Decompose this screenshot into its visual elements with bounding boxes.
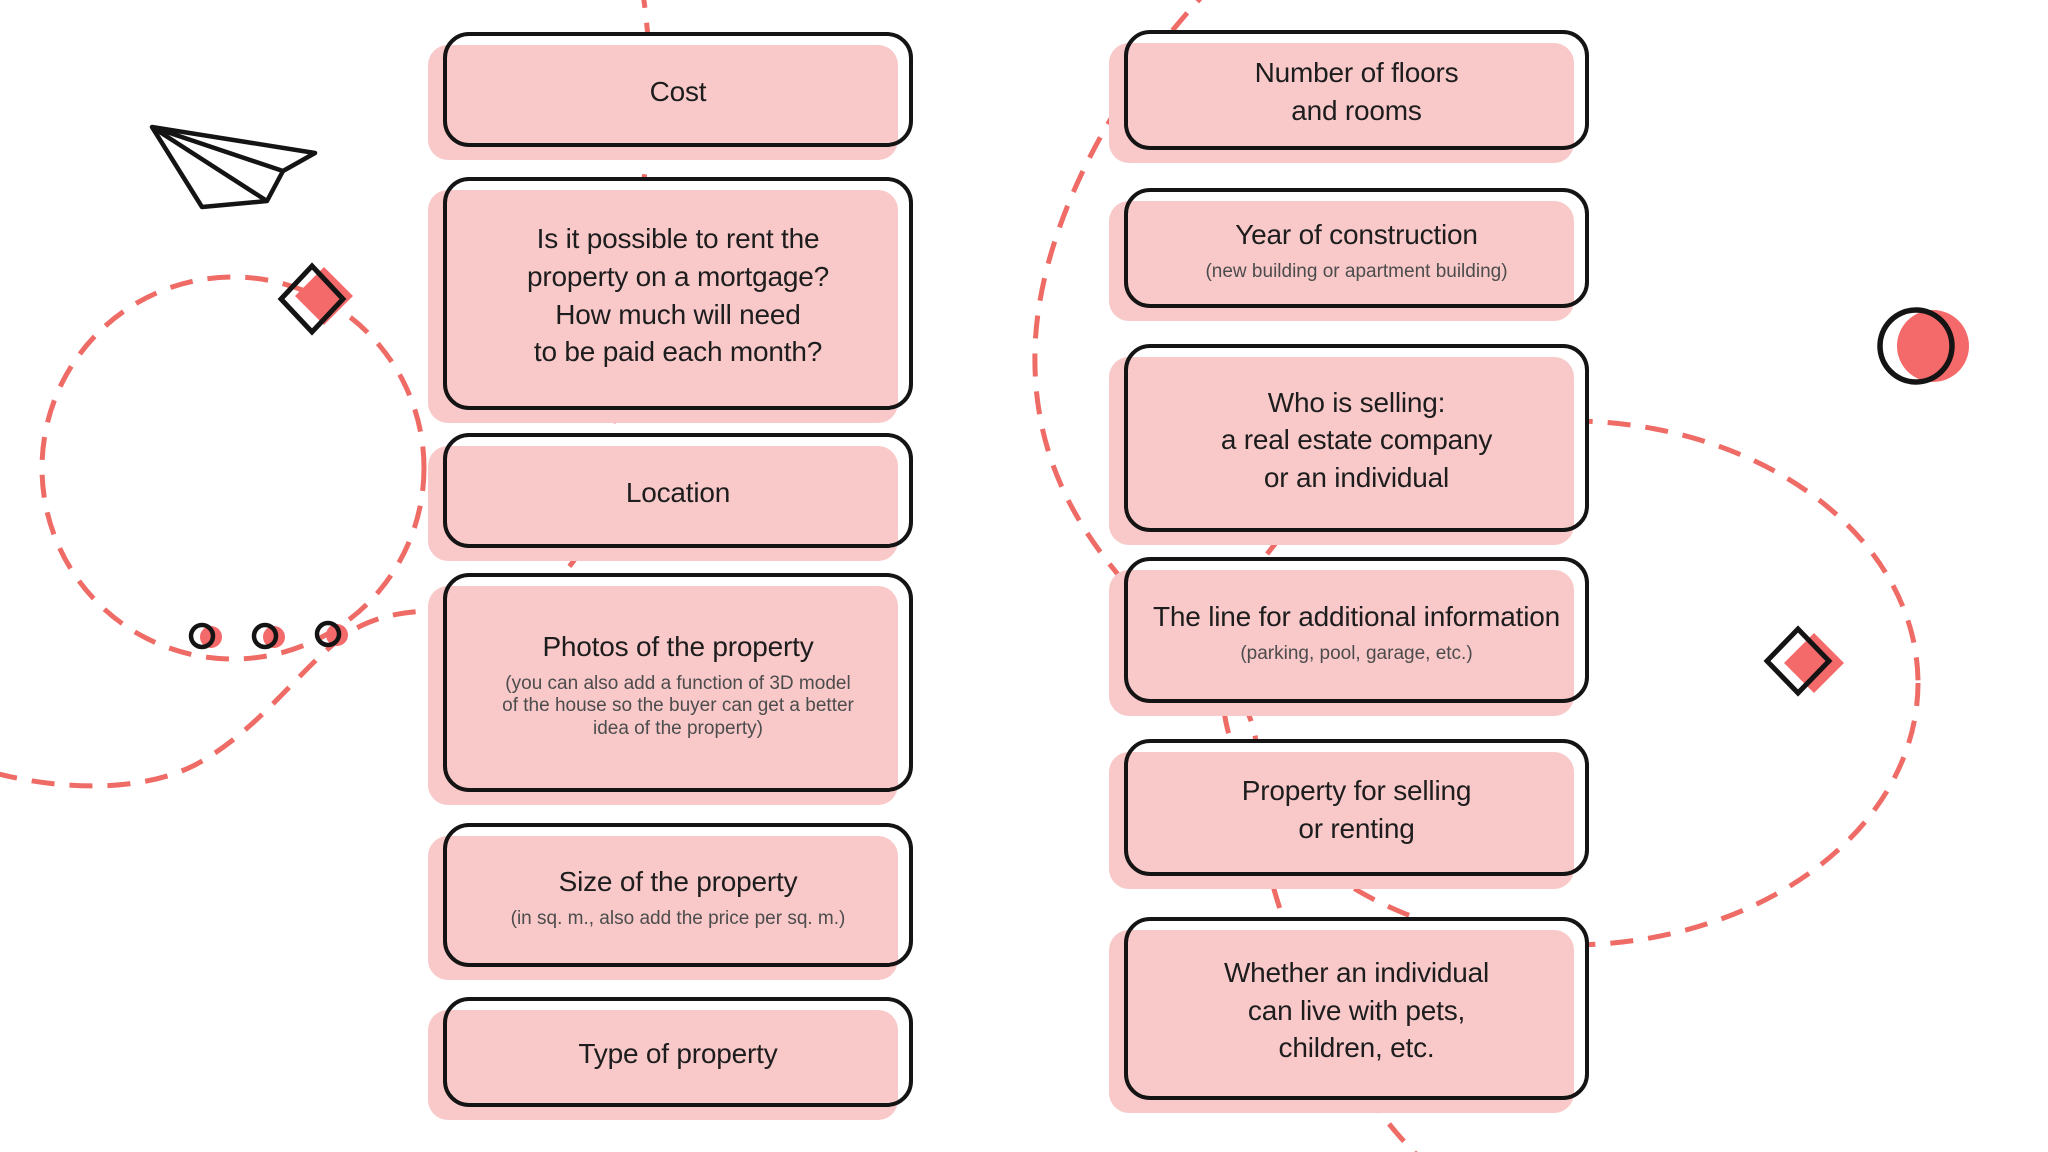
circle-right-icon	[1877, 307, 1969, 385]
diamond-right-fill	[1784, 633, 1844, 693]
box-title: Type of property	[578, 1038, 778, 1070]
box-subtitle: (parking, pool, garage, etc.)	[1240, 642, 1473, 664]
box-title: Number of floors and rooms	[1254, 57, 1459, 126]
box-pink-shadow	[428, 446, 898, 561]
diamond-left-icon	[277, 262, 353, 336]
box-pink-shadow	[1109, 570, 1574, 716]
dot-ring	[188, 622, 216, 650]
box-size: Size of the property (in sq. m., also ad…	[428, 823, 913, 980]
diamond-left-fill	[295, 267, 353, 325]
dashed-circle-left	[39, 274, 427, 662]
box-floors: Number of floors and rooms	[1109, 30, 1589, 163]
box-pink-shadow	[428, 45, 898, 160]
box-cost: Cost	[428, 32, 913, 160]
box-outline	[443, 32, 913, 147]
box-photos: Photos of the property (you can also add…	[428, 573, 913, 805]
box-outline	[443, 177, 913, 410]
circle-right-outline	[1877, 307, 1955, 385]
box-seller: Who is selling: a real estate company or…	[1109, 344, 1589, 545]
box-outline	[1124, 188, 1589, 308]
box-pink-shadow	[428, 836, 898, 980]
box-mortgage: Is it possible to rent the property on a…	[428, 177, 913, 423]
box-pink-shadow	[1109, 930, 1574, 1113]
box-additional-info: The line for additional information (par…	[1109, 557, 1589, 716]
box-type: Type of property	[428, 997, 913, 1120]
box-title: Is it possible to rent the property on a…	[526, 223, 830, 368]
box-title: The line for additional information	[1152, 601, 1560, 633]
box-outline	[1124, 739, 1589, 876]
box-title: Photos of the property	[542, 631, 814, 663]
box-outline	[1124, 557, 1589, 703]
box-pink-shadow	[1109, 752, 1574, 889]
dot-ring	[314, 620, 342, 648]
box-outline	[443, 997, 913, 1107]
box-sell-or-rent: Property for selling or renting	[1109, 739, 1589, 889]
diamond-left-outline	[277, 262, 347, 336]
diamond-right-icon	[1763, 625, 1844, 697]
box-outline	[443, 573, 913, 792]
box-pink-shadow	[428, 190, 898, 423]
box-pink-shadow	[428, 586, 898, 805]
box-year: Year of construction (new building or ap…	[1109, 188, 1589, 321]
box-pink-shadow	[428, 1010, 898, 1120]
paper-plane-icon	[149, 124, 318, 210]
box-outline	[443, 823, 913, 967]
box-subtitle: (you can also add a function of 3D model…	[502, 672, 854, 740]
box-title: Property for selling or renting	[1241, 774, 1472, 844]
dot-ring	[251, 622, 279, 650]
paper-plane-body	[149, 124, 318, 210]
box-title: Year of construction	[1235, 219, 1478, 251]
box-pink-shadow	[1109, 43, 1574, 163]
circle-right-fill	[1897, 310, 1969, 382]
box-title: Size of the property	[558, 866, 798, 898]
box-title: Cost	[649, 75, 707, 107]
box-pink-shadow	[1109, 357, 1574, 545]
box-pets: Whether an individual can live with pets…	[1109, 917, 1589, 1113]
box-subtitle: (new building or apartment building)	[1205, 260, 1508, 282]
box-title: Location	[625, 476, 731, 508]
box-title: Whether an individual can live with pets…	[1223, 957, 1490, 1064]
paper-plane-creases	[150, 124, 284, 203]
box-title: Who is selling: a real estate company or…	[1220, 386, 1493, 493]
box-outline	[1124, 917, 1589, 1100]
box-outline	[1124, 344, 1589, 532]
three-dots-icon	[188, 620, 348, 650]
box-outline	[1124, 30, 1589, 150]
box-outline	[443, 433, 913, 548]
diamond-right-outline	[1763, 625, 1833, 697]
box-location: Location	[428, 433, 913, 561]
box-pink-shadow	[1109, 201, 1574, 321]
box-subtitle: (in sq. m., also add the price per sq. m…	[510, 907, 846, 929]
